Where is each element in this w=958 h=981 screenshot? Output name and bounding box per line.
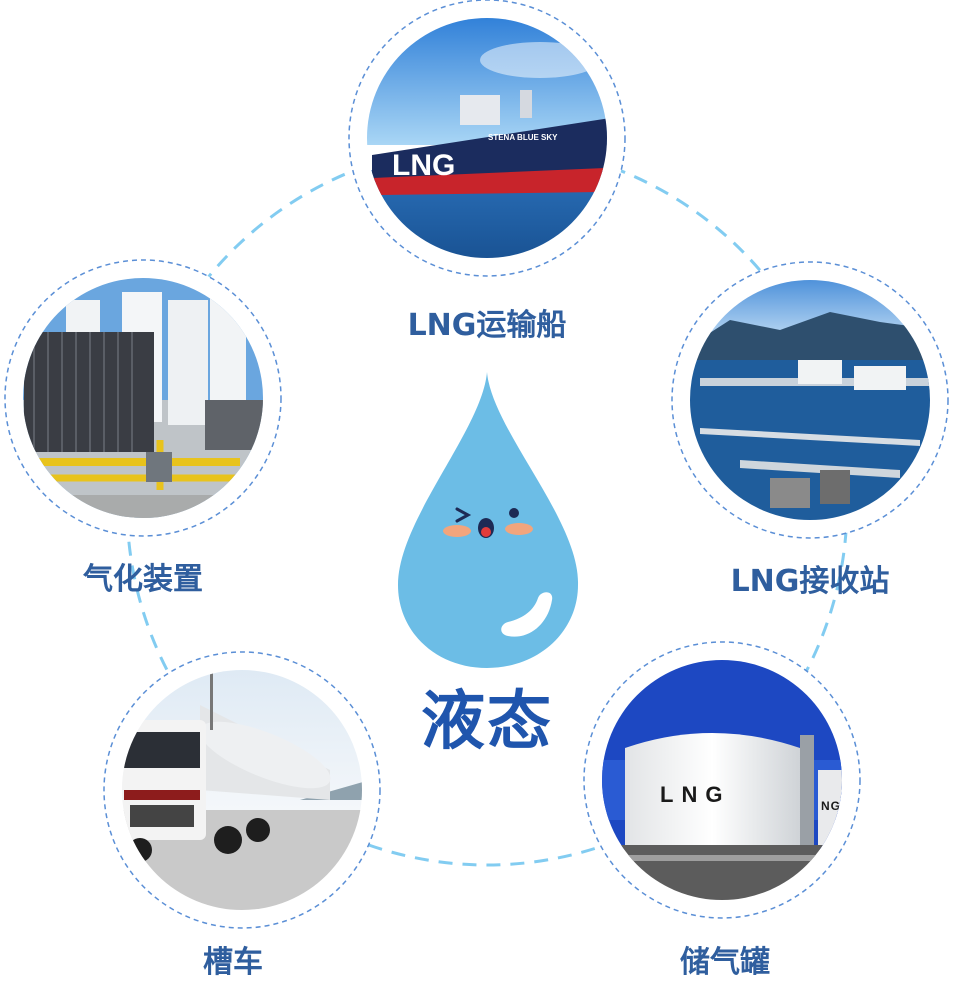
label-ship: LNG运输船 xyxy=(407,308,567,343)
label-vaporizer: 气化装置 xyxy=(83,562,203,597)
label-tank: 储气罐 xyxy=(680,945,770,980)
drop-highlight xyxy=(501,592,553,637)
node-truck xyxy=(103,651,381,929)
blush-right xyxy=(505,523,533,535)
eye-left xyxy=(455,507,472,523)
node-tank: LNG NG xyxy=(583,641,861,919)
label-truck: 槽车 xyxy=(203,945,263,980)
tank-text: LNG xyxy=(660,782,730,807)
node-ring xyxy=(348,0,626,277)
svg-text:LNG: LNG xyxy=(392,149,455,182)
water-drop-mascot xyxy=(398,372,579,668)
tank-text-2: NG xyxy=(821,799,841,813)
blush-left xyxy=(443,525,471,537)
node-ring xyxy=(4,259,282,537)
node-ship: LNG STENA BLUE SKY xyxy=(348,0,626,277)
node-vaporizer xyxy=(4,259,282,537)
ship-name: STENA BLUE SKY xyxy=(488,133,558,142)
node-ring xyxy=(103,651,381,929)
eye-right xyxy=(509,508,519,518)
center-title: 液态 xyxy=(421,685,553,759)
node-terminal xyxy=(671,261,949,539)
node-ring xyxy=(671,261,949,539)
node-ring xyxy=(583,641,861,919)
label-terminal: LNG接收站 xyxy=(730,564,890,599)
